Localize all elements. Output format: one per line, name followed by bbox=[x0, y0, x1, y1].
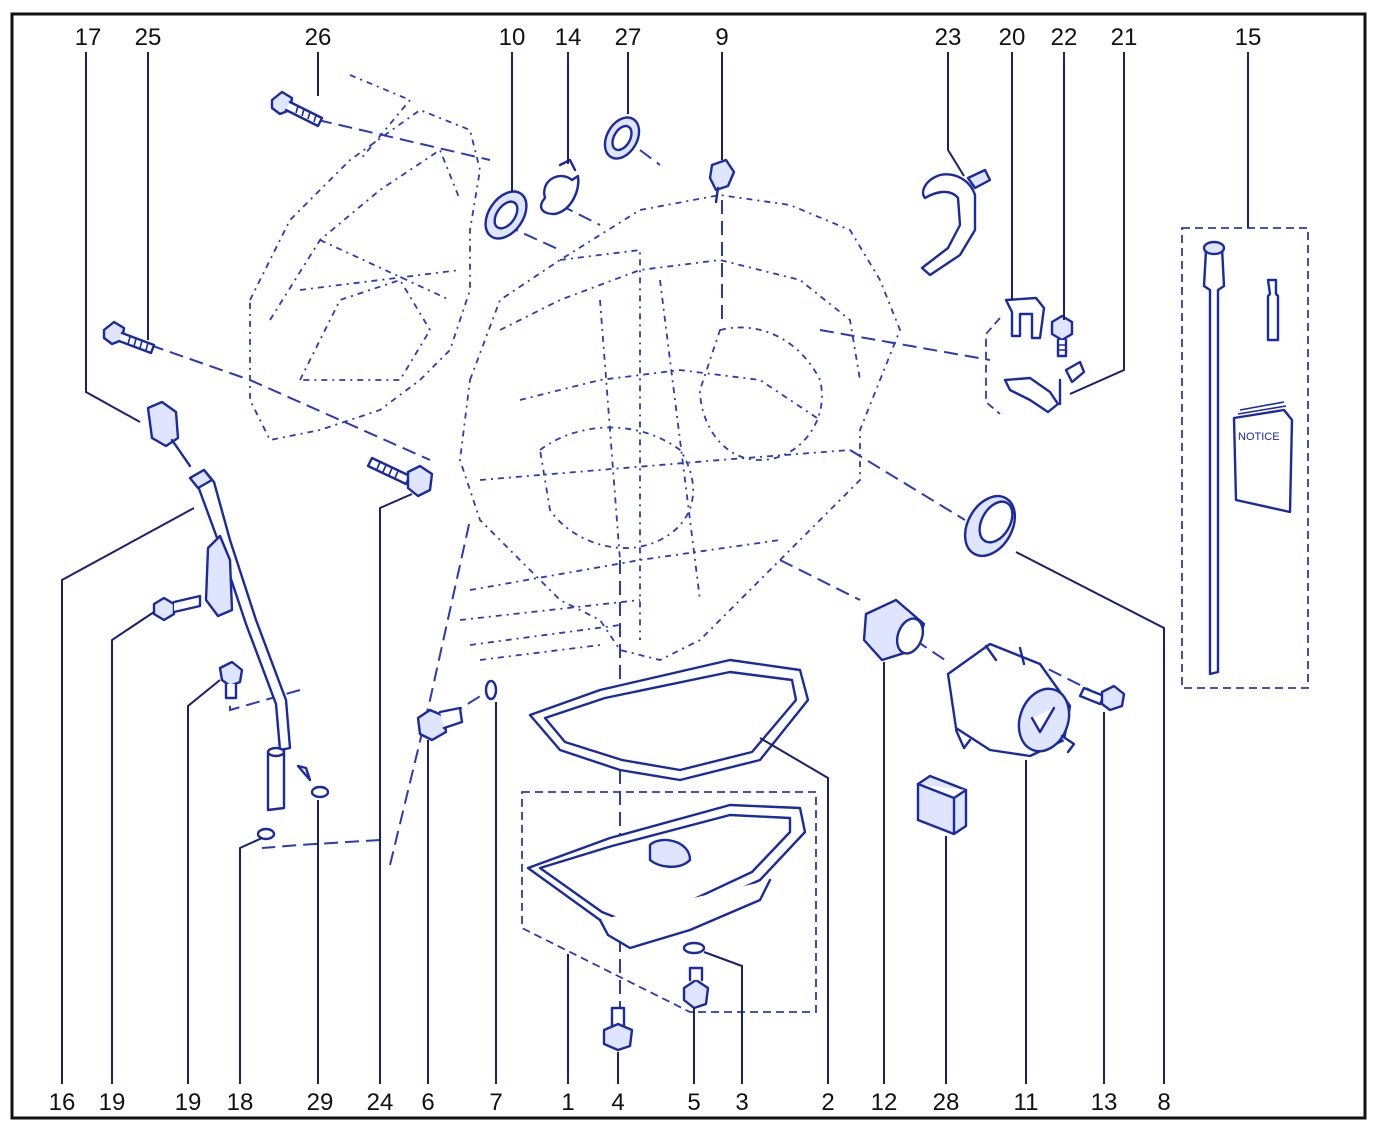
hose-23 bbox=[920, 168, 992, 277]
callout-14: 14 bbox=[555, 24, 582, 51]
transmission-case-ghost bbox=[459, 194, 901, 661]
callout-19-b: 19 bbox=[175, 1089, 202, 1116]
callout-2: 2 bbox=[821, 1089, 834, 1116]
bracket-20 bbox=[1004, 296, 1046, 340]
plug-6 bbox=[416, 706, 464, 742]
callout-3: 3 bbox=[735, 1089, 748, 1116]
bell-housing-ghost bbox=[249, 74, 481, 442]
washer-7 bbox=[484, 679, 498, 701]
callout-29: 29 bbox=[307, 1089, 334, 1116]
callout-4: 4 bbox=[611, 1089, 624, 1116]
callout-13: 13 bbox=[1091, 1089, 1118, 1116]
bracket-21 bbox=[1003, 360, 1086, 414]
callout-28: 28 bbox=[933, 1089, 960, 1116]
bolt-25 bbox=[102, 320, 156, 355]
bolt-4 bbox=[602, 1006, 634, 1052]
callout-6: 6 bbox=[421, 1089, 434, 1116]
callout-1: 1 bbox=[561, 1089, 574, 1116]
callout-19-a: 19 bbox=[99, 1089, 126, 1116]
callout-15: 15 bbox=[1235, 24, 1262, 51]
washer-3 bbox=[682, 941, 706, 955]
top-callout-labels: 17 25 26 10 14 27 9 23 20 22 21 15 bbox=[75, 24, 1262, 51]
callout-26: 26 bbox=[305, 24, 332, 51]
bolt-22 bbox=[1050, 314, 1074, 358]
bolt-13 bbox=[1078, 684, 1126, 712]
callout-24: 24 bbox=[367, 1089, 394, 1116]
callout-17: 17 bbox=[75, 24, 102, 51]
gasket-2 bbox=[528, 658, 810, 782]
callout-7: 7 bbox=[489, 1089, 502, 1116]
bolt-19b bbox=[218, 660, 244, 700]
callout-23: 23 bbox=[935, 24, 962, 51]
callout-8: 8 bbox=[1157, 1089, 1170, 1116]
drain-plug-5 bbox=[682, 966, 710, 1010]
bracket-group-frame bbox=[985, 317, 1001, 415]
diagram-border bbox=[10, 12, 1367, 1120]
bolt-24 bbox=[366, 456, 434, 498]
oil-pan-group-1 bbox=[521, 791, 817, 1013]
callout-12: 12 bbox=[871, 1089, 898, 1116]
oil-cooler-11 bbox=[946, 642, 1076, 758]
seal-10 bbox=[484, 190, 528, 240]
callout-20: 20 bbox=[999, 24, 1026, 51]
callout-9: 9 bbox=[715, 24, 728, 51]
block-28 bbox=[916, 774, 968, 836]
bottom-leaders bbox=[61, 493, 1165, 1084]
o-ring-18 bbox=[256, 827, 276, 841]
bracket-plate-19 bbox=[204, 534, 234, 618]
callout-27: 27 bbox=[615, 24, 642, 51]
callout-11: 11 bbox=[1014, 1089, 1039, 1116]
retainer-14 bbox=[539, 158, 580, 216]
callout-10: 10 bbox=[499, 24, 526, 51]
bolt-26 bbox=[270, 90, 324, 128]
callout-25: 25 bbox=[135, 24, 162, 51]
notice-booklet-label: NOTICE bbox=[1238, 431, 1280, 443]
dipstick-kit-15: NOTICE bbox=[1181, 227, 1309, 689]
seal-27 bbox=[603, 116, 641, 160]
connector-17 bbox=[146, 400, 192, 468]
callout-16: 16 bbox=[49, 1089, 76, 1116]
top-leaders bbox=[85, 52, 1249, 423]
callout-5: 5 bbox=[687, 1089, 700, 1116]
dipstick-tube-16 bbox=[188, 468, 292, 812]
callout-18: 18 bbox=[227, 1089, 254, 1116]
bolt-19a bbox=[152, 594, 202, 622]
filter-12 bbox=[862, 598, 926, 662]
callout-21: 21 bbox=[1111, 24, 1138, 51]
bottom-callout-labels: 16 19 19 18 29 24 6 7 1 4 5 3 2 12 28 11… bbox=[49, 1089, 1171, 1116]
seal-8 bbox=[963, 494, 1017, 558]
sensor-9 bbox=[708, 158, 736, 204]
callout-22: 22 bbox=[1051, 24, 1078, 51]
o-ring-29 bbox=[296, 764, 330, 799]
